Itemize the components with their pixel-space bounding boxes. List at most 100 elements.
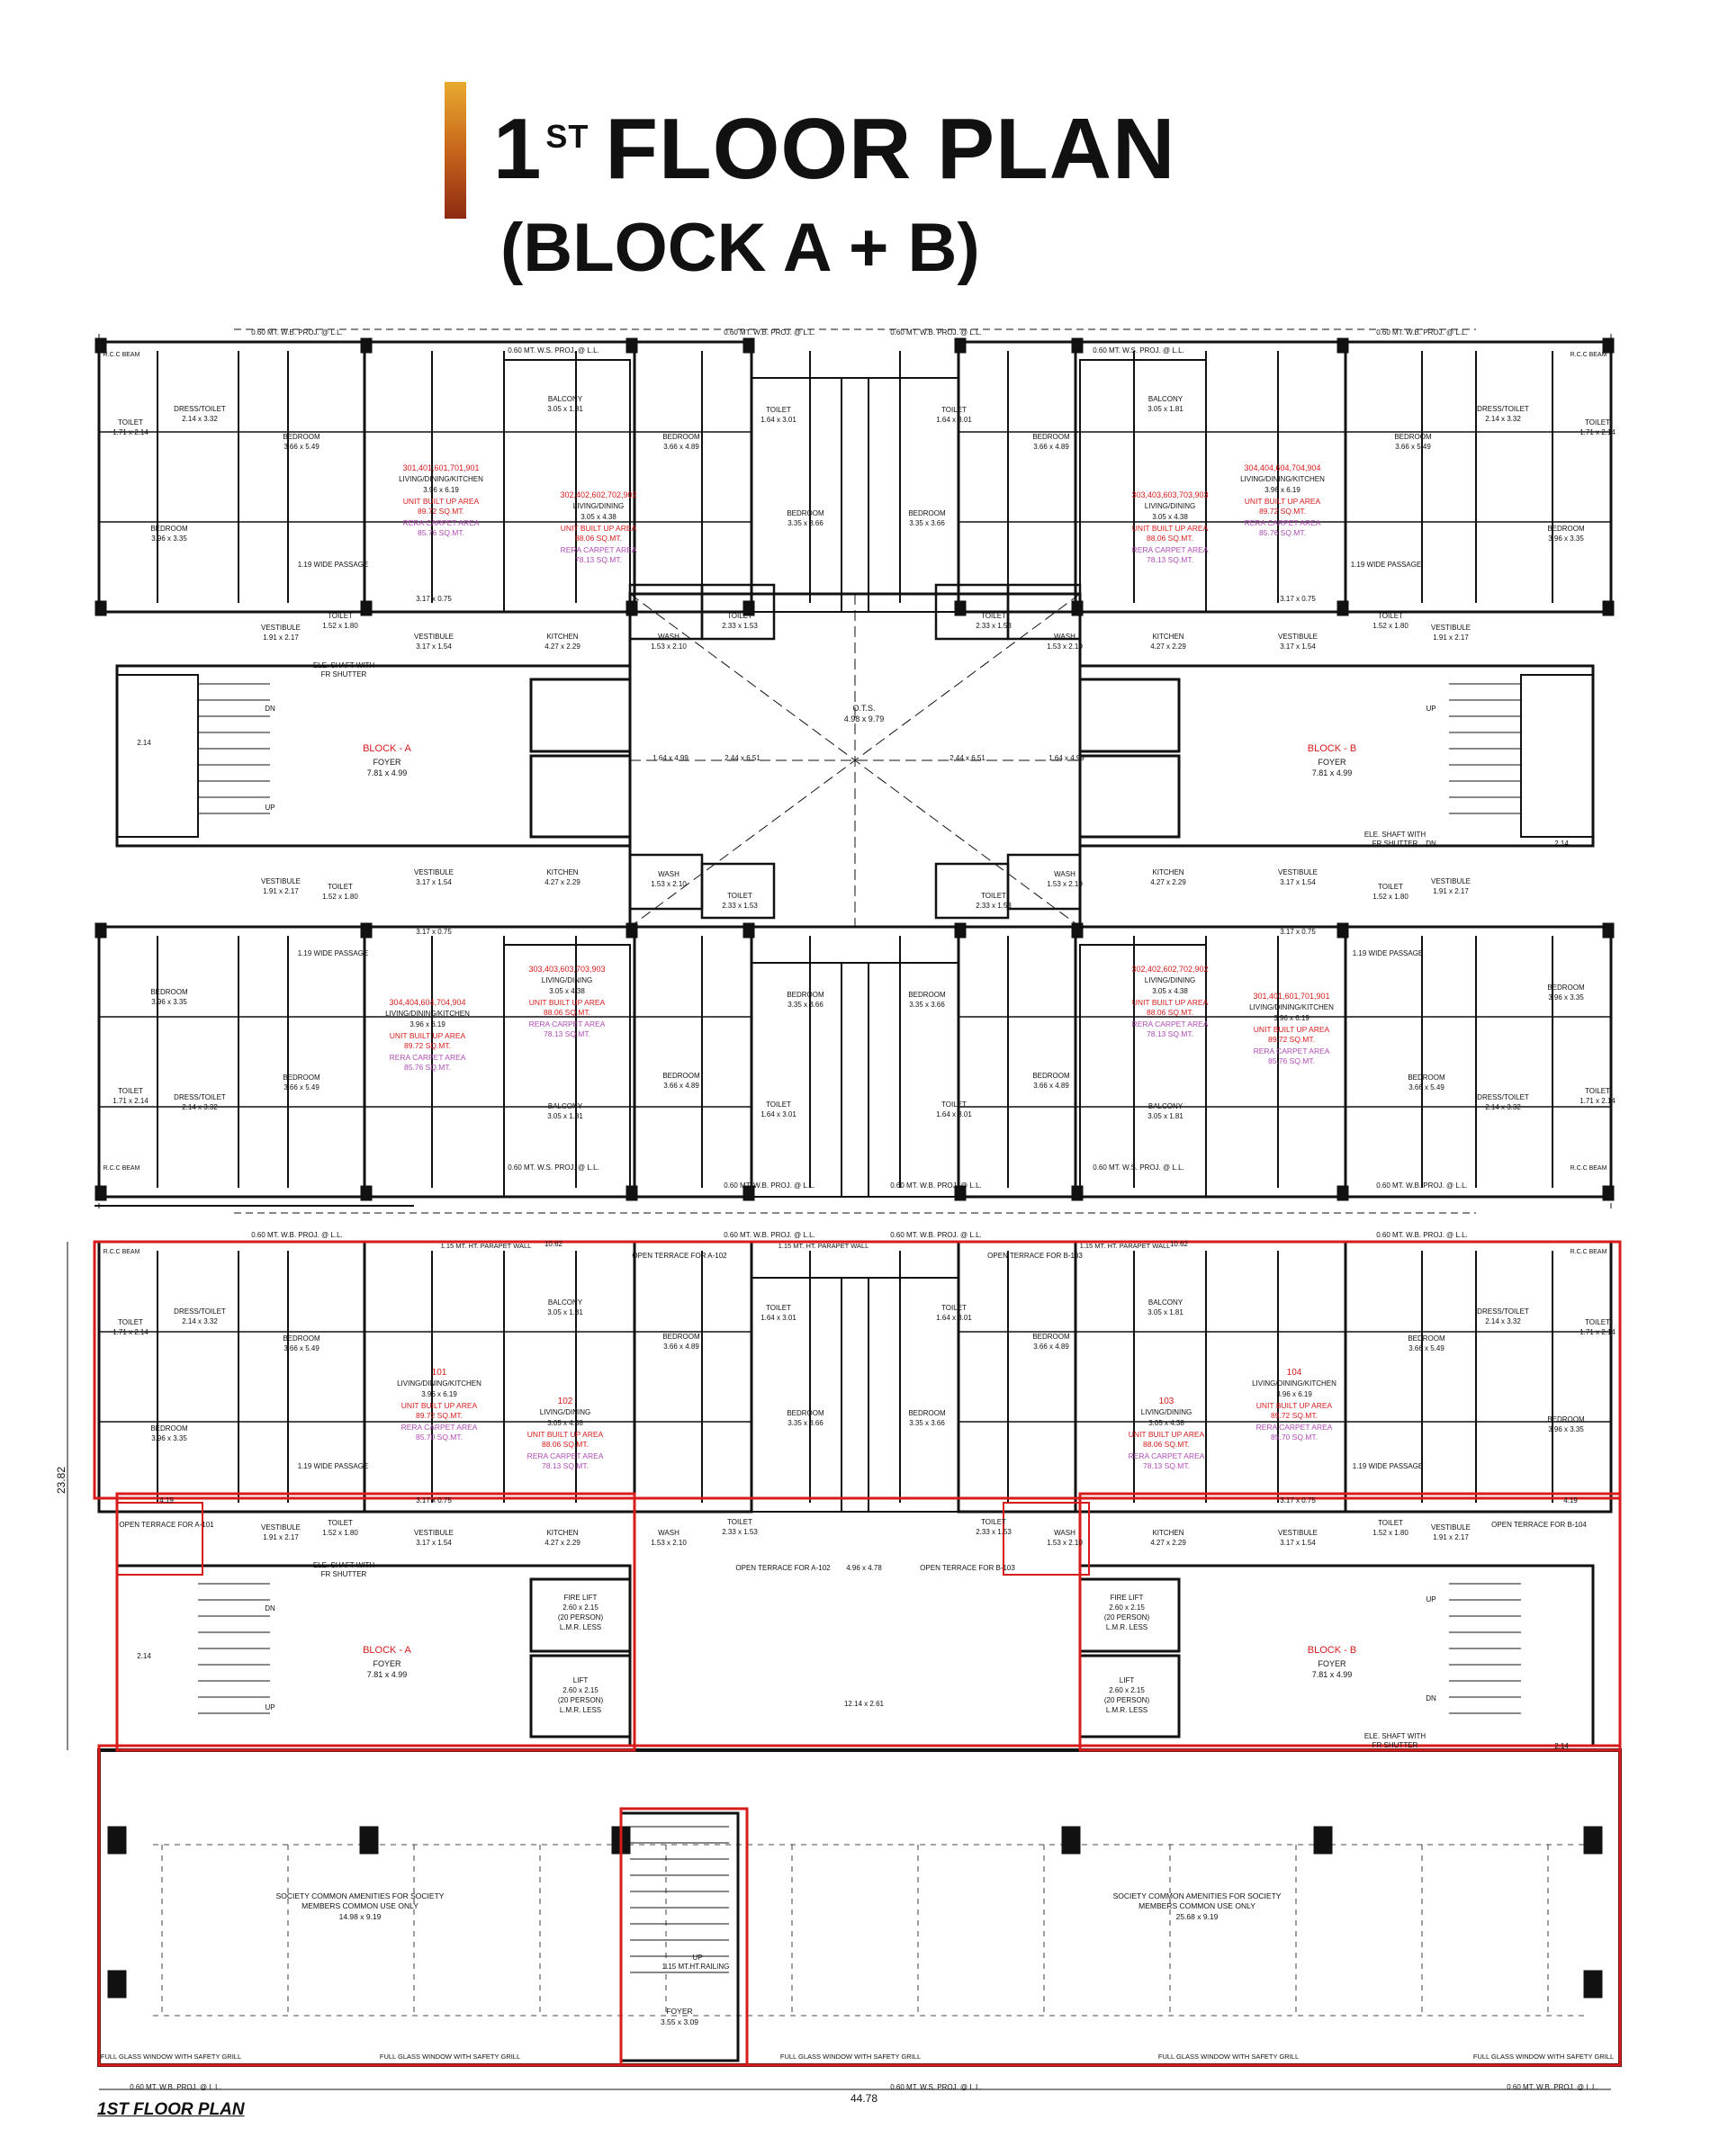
wb-projection: 0.60 MT. W.B. PROJ. @ L.L. xyxy=(1376,1181,1467,1190)
room-name: VESTIBULE xyxy=(1278,868,1318,876)
dim-label: 4.19 xyxy=(159,1496,174,1505)
room-dim: 3.66 x 5.49 xyxy=(1395,443,1431,451)
room-name: BEDROOM xyxy=(283,1074,320,1082)
room-dim: 1.71 x 2.14 xyxy=(112,1097,148,1105)
wb-projection: 0.60 MT. W.B. PROJ. @ L.L. xyxy=(251,1231,342,1239)
room-dim: 3.17 x 1.54 xyxy=(1280,1539,1316,1547)
room-dim: 3.66 x 5.49 xyxy=(284,443,320,451)
wash-toilet xyxy=(1006,583,1082,641)
wing-left-outer xyxy=(97,340,366,614)
room-dim: 1.53 x 2.10 xyxy=(651,642,687,651)
room-name: BEDROOM xyxy=(787,509,824,517)
room-dim: 3.66 x 5.49 xyxy=(1408,1344,1444,1352)
foyer-label: FOYER xyxy=(373,758,401,767)
room-name: KITCHEN xyxy=(1152,633,1184,641)
room-dim: 3.66 x 4.89 xyxy=(1033,443,1069,451)
column xyxy=(360,337,373,354)
room-dim: 3.96 x 3.35 xyxy=(1548,535,1584,543)
room-name: TOILET xyxy=(727,892,752,900)
society-label: SOCIETY COMMON AMENITIES FOR SOCIETY xyxy=(276,1891,445,1900)
unit-type: LIVING/DINING xyxy=(1145,502,1195,510)
room-name: TOILET xyxy=(328,1519,353,1527)
room-dim: 3.05 x 1.81 xyxy=(547,1308,583,1316)
shaft-label: ELE. SHAFT WITH xyxy=(1364,1732,1426,1740)
unit-number: 303,403,603,703,903 xyxy=(1131,490,1208,499)
unit-number: 301,401,601,701,901 xyxy=(1253,992,1329,1001)
foyer-dim: 7.81 x 4.99 xyxy=(367,768,408,777)
glass-window: FULL GLASS WINDOW WITH SAFETY GRILL xyxy=(1473,2053,1614,2061)
stair-up: UP xyxy=(265,1703,274,1711)
room-name: TOILET xyxy=(1585,418,1610,427)
block-label: BLOCK - B xyxy=(1308,1645,1356,1656)
room-dim: 3.35 x 3.66 xyxy=(909,519,945,527)
wing-right-outer xyxy=(1344,340,1613,614)
column xyxy=(626,337,638,354)
room-dim: 2.14 x 3.32 xyxy=(182,1317,218,1325)
unit-dim: 3.96 x 6.19 xyxy=(1264,486,1300,494)
society-label: SOCIETY COMMON AMENITIES FOR SOCIETY xyxy=(1113,1891,1282,1900)
room-dim: 1.52 x 1.80 xyxy=(1372,1529,1408,1537)
f1-lift xyxy=(529,1654,632,1738)
unit-builtup-value: 89.72 SQ.MT. xyxy=(1268,1035,1315,1044)
room-name: 1.19 WIDE PASSAGE xyxy=(298,1462,369,1470)
column xyxy=(954,337,967,354)
room-name: VESTIBULE xyxy=(414,868,454,876)
room-name: 1.19 WIDE PASSAGE xyxy=(298,561,369,569)
room-name: VESTIBULE xyxy=(1278,633,1318,641)
room-name: VESTIBULE xyxy=(261,1523,301,1532)
room-dim: 1.53 x 2.10 xyxy=(1047,1539,1083,1547)
room-dim: 3.66 x 4.89 xyxy=(663,1082,699,1090)
room-name: BEDROOM xyxy=(1547,984,1585,992)
wb-projection: 0.60 MT. W.B. PROJ. @ L.L. xyxy=(1376,328,1467,337)
room-name: BEDROOM xyxy=(150,1424,188,1433)
unit-type: LIVING/DINING/KITCHEN xyxy=(1249,1003,1334,1011)
unit-rera-value: 78.13 SQ.MT. xyxy=(544,1029,590,1038)
unit-type: LIVING/DINING xyxy=(1141,1408,1192,1416)
room-name: BEDROOM xyxy=(1408,1334,1445,1343)
room-name: TOILET xyxy=(981,892,1006,900)
f1-red-hall xyxy=(97,1744,1622,2067)
block-label: BLOCK - B xyxy=(1308,743,1356,754)
room-dim: 1.52 x 1.80 xyxy=(322,622,358,630)
column xyxy=(742,337,755,354)
room-name: VESTIBULE xyxy=(1431,1523,1471,1532)
unit-rera-label: RERA CARPET AREA xyxy=(1256,1423,1333,1432)
f1-right-mid xyxy=(1074,1240,1347,1514)
unit-rera-label: RERA CARPET AREA xyxy=(401,1423,478,1432)
shaft-label: ELE. SHAFT WITH xyxy=(313,1561,375,1569)
room-dim: 1.91 x 2.17 xyxy=(263,633,299,642)
hall-column xyxy=(359,1826,379,1855)
room-dim: 3.17 x 1.54 xyxy=(416,642,452,651)
room-name: BALCONY xyxy=(548,1102,583,1110)
lift-label: L.M.R. LESS xyxy=(1106,1706,1148,1714)
room-name: TOILET xyxy=(727,1518,752,1526)
unit-type: LIVING/DINING/KITCHEN xyxy=(1252,1379,1336,1388)
wing-left-outer xyxy=(97,925,366,1199)
column xyxy=(94,337,107,354)
dim-label: 4.96 x 4.78 xyxy=(846,1564,882,1572)
room-dim: 4.27 x 2.29 xyxy=(544,878,580,886)
plan-labels: 301,401,601,701,901LIVING/DINING/KITCHEN… xyxy=(55,328,1616,2105)
shaft-label: ELE. SHAFT WITH xyxy=(313,661,375,669)
glass-window: FULL GLASS WINDOW WITH SAFETY GRILL xyxy=(101,2053,241,2061)
wb-projection: 0.60 MT. W.B. PROJ. @ L.L. xyxy=(890,1181,981,1190)
society-dim: 14.98 x 9.19 xyxy=(339,1912,382,1921)
room-name: BEDROOM xyxy=(1032,1072,1070,1080)
unit-rera-label: RERA CARPET AREA xyxy=(527,1451,604,1460)
room-dim: 1.71 x 2.14 xyxy=(112,428,148,436)
column xyxy=(360,1185,373,1201)
stair-b xyxy=(1520,674,1594,838)
unit-dim: 3.05 x 4.38 xyxy=(549,987,585,995)
room-dim: 3.05 x 1.81 xyxy=(547,405,583,413)
rcc-beam: R.C.C BEAM xyxy=(104,352,140,358)
column xyxy=(954,600,967,616)
terrace-label: OPEN TERRACE FOR B-103 xyxy=(920,1564,1015,1572)
unit-rera-value: 85.76 SQ.MT. xyxy=(418,528,464,537)
room-name: KITCHEN xyxy=(546,633,578,641)
unit-dim: 3.96 x 6.19 xyxy=(421,1390,457,1398)
room-dim: 2.33 x 1.53 xyxy=(976,622,1012,630)
room-name: VESTIBULE xyxy=(1278,1529,1318,1537)
stair-dn: DN xyxy=(265,1604,275,1613)
plan-boundaries xyxy=(93,1240,1622,2067)
ws-projection: 0.60 MT. W.S. PROJ. @ L.L. xyxy=(890,2083,981,2091)
